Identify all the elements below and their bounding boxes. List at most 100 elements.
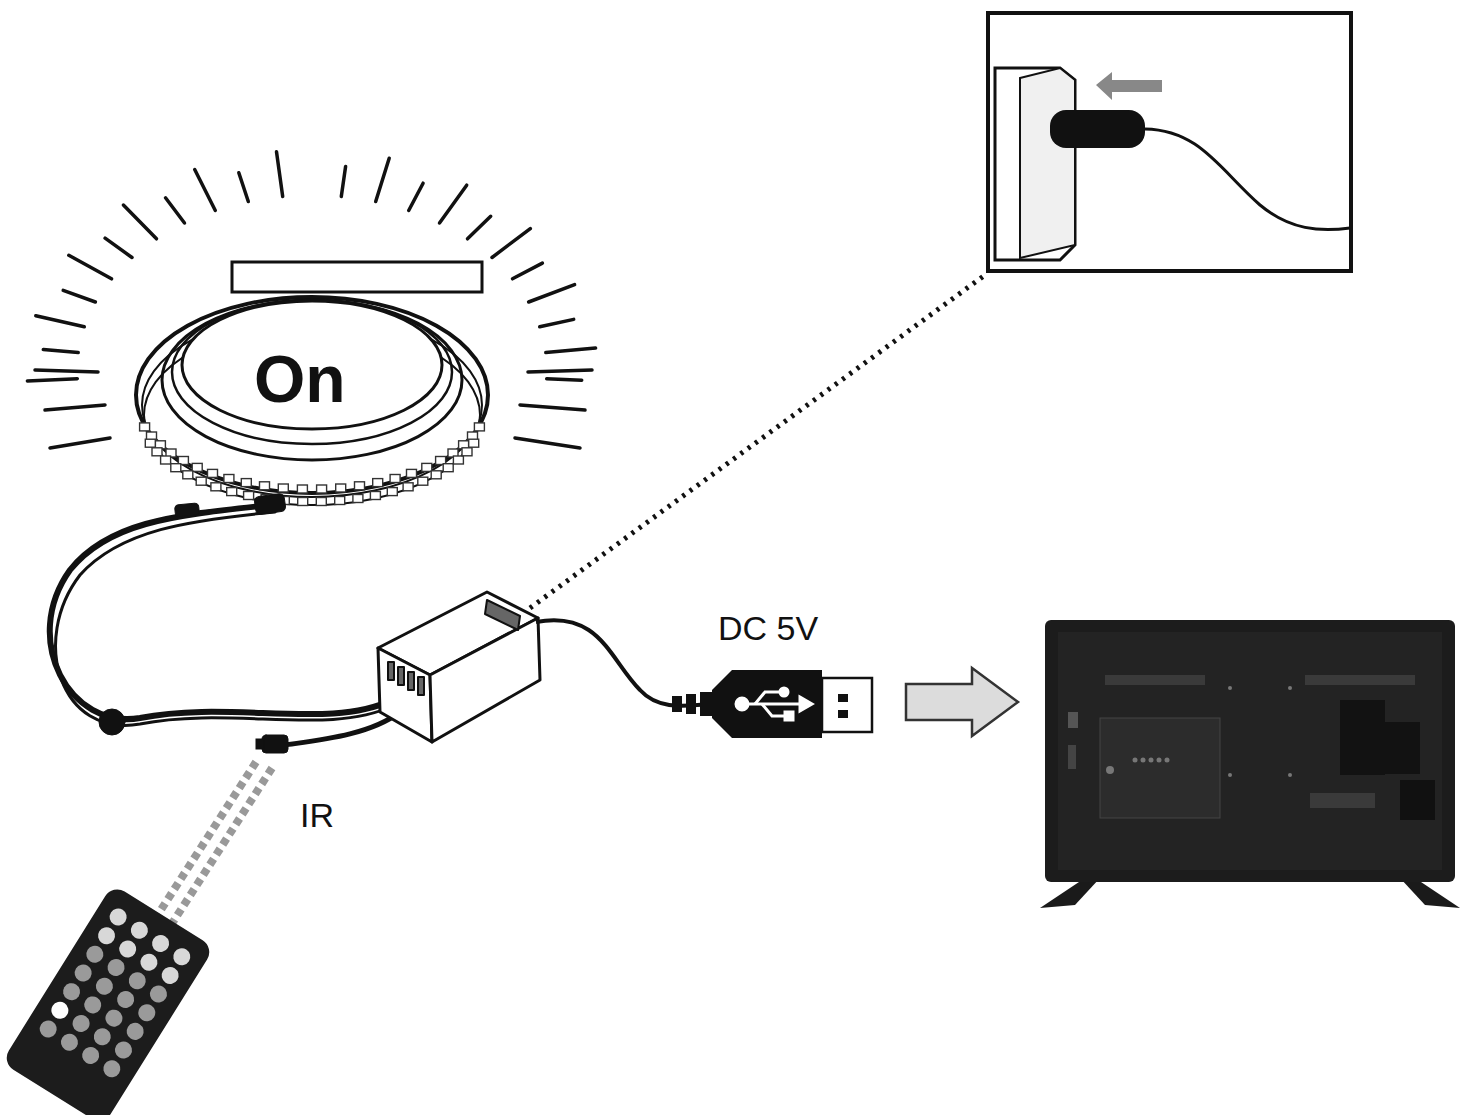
remote-key [102, 1006, 125, 1029]
glow-ray [105, 238, 132, 257]
remote-key [123, 1020, 146, 1043]
ir-remote [1, 884, 214, 1115]
led-chip [373, 479, 383, 487]
remote-key [147, 982, 170, 1005]
led-chip [474, 423, 484, 431]
glow-ray [63, 290, 95, 302]
glow-ray [492, 229, 530, 258]
remote-key [95, 924, 118, 947]
tv-rear [1040, 620, 1460, 908]
glow-ray [43, 350, 78, 353]
glow-ray [529, 285, 575, 302]
remote-key [91, 1025, 114, 1048]
remote-key [48, 999, 71, 1022]
led-chips [140, 423, 485, 506]
glow-ray [440, 185, 467, 223]
remote-key [126, 969, 149, 992]
usb-plug [536, 620, 872, 738]
direction-arrow [906, 668, 1018, 736]
remote-key [149, 932, 172, 955]
remote-key [79, 1044, 102, 1067]
led-chip [224, 475, 234, 483]
glow-ray [376, 158, 390, 201]
remote-key [114, 988, 137, 1011]
remote-key [93, 975, 116, 998]
glow-ray [547, 379, 582, 381]
led-chip [241, 479, 251, 487]
led-chip [355, 482, 365, 490]
remote-key [71, 961, 94, 984]
glow-ray [341, 167, 345, 197]
led-chip [196, 477, 206, 485]
glow-ray [546, 348, 596, 353]
led-chip [403, 483, 413, 491]
glow-ray [540, 319, 574, 326]
led-chip [317, 485, 327, 493]
ir-beam [148, 762, 272, 936]
led-chip [336, 484, 346, 492]
led-chip [316, 498, 326, 506]
glow-ray [528, 370, 592, 372]
led-chip [152, 448, 162, 456]
remote-key [137, 950, 160, 973]
glow-ray [50, 438, 110, 448]
remote-key [116, 937, 139, 960]
led-chip [260, 482, 270, 490]
glow-ray [69, 255, 112, 278]
led-chip [390, 475, 400, 483]
remote-key [83, 943, 106, 966]
led-chip [335, 497, 345, 505]
strip-wires [50, 493, 400, 753]
led-chip [161, 456, 171, 464]
led-chip [418, 477, 428, 485]
glow-ray [520, 405, 585, 410]
led-chip [469, 439, 479, 447]
led-strip-coil [136, 262, 488, 505]
glow-ray [239, 173, 249, 202]
remote-key [58, 1030, 81, 1053]
led-chip [353, 495, 363, 503]
controller-box [378, 592, 540, 742]
remote-key [112, 1038, 135, 1061]
led-chip [227, 488, 237, 496]
led-chip [244, 492, 254, 500]
led-chip [443, 464, 453, 472]
glow-ray [36, 316, 85, 327]
led-chip [183, 471, 193, 479]
state-label: On [254, 346, 346, 412]
led-chip [407, 469, 417, 477]
remote-key [135, 1001, 158, 1024]
led-chip [140, 423, 150, 431]
glow-ray [513, 263, 543, 279]
glow-ray [166, 198, 185, 223]
glow-ray [409, 183, 423, 210]
glow-rays [27, 152, 595, 448]
glow-ray [27, 379, 77, 381]
led-chip [192, 463, 202, 471]
glow-ray [515, 438, 580, 448]
remote-key [69, 1012, 92, 1035]
remote-key [100, 1057, 123, 1080]
led-chip [297, 485, 307, 493]
led-chip [431, 471, 441, 479]
led-chip [208, 469, 218, 477]
glow-ray [468, 216, 491, 239]
remote-key [37, 1017, 60, 1040]
led-chip [370, 492, 380, 500]
glow-ray [277, 152, 283, 197]
led-chip [453, 456, 463, 464]
glow-ray [195, 170, 216, 211]
signal-label: IR [300, 798, 334, 832]
remote-key [104, 956, 127, 979]
remote-key [81, 993, 104, 1016]
remote-key [158, 964, 181, 987]
remote-key [128, 919, 151, 942]
led-chip [278, 484, 288, 492]
strip-end [232, 262, 482, 292]
remote-key [60, 980, 83, 1003]
glow-ray [45, 405, 105, 410]
remote-key [170, 945, 193, 968]
glow-ray [35, 370, 98, 372]
